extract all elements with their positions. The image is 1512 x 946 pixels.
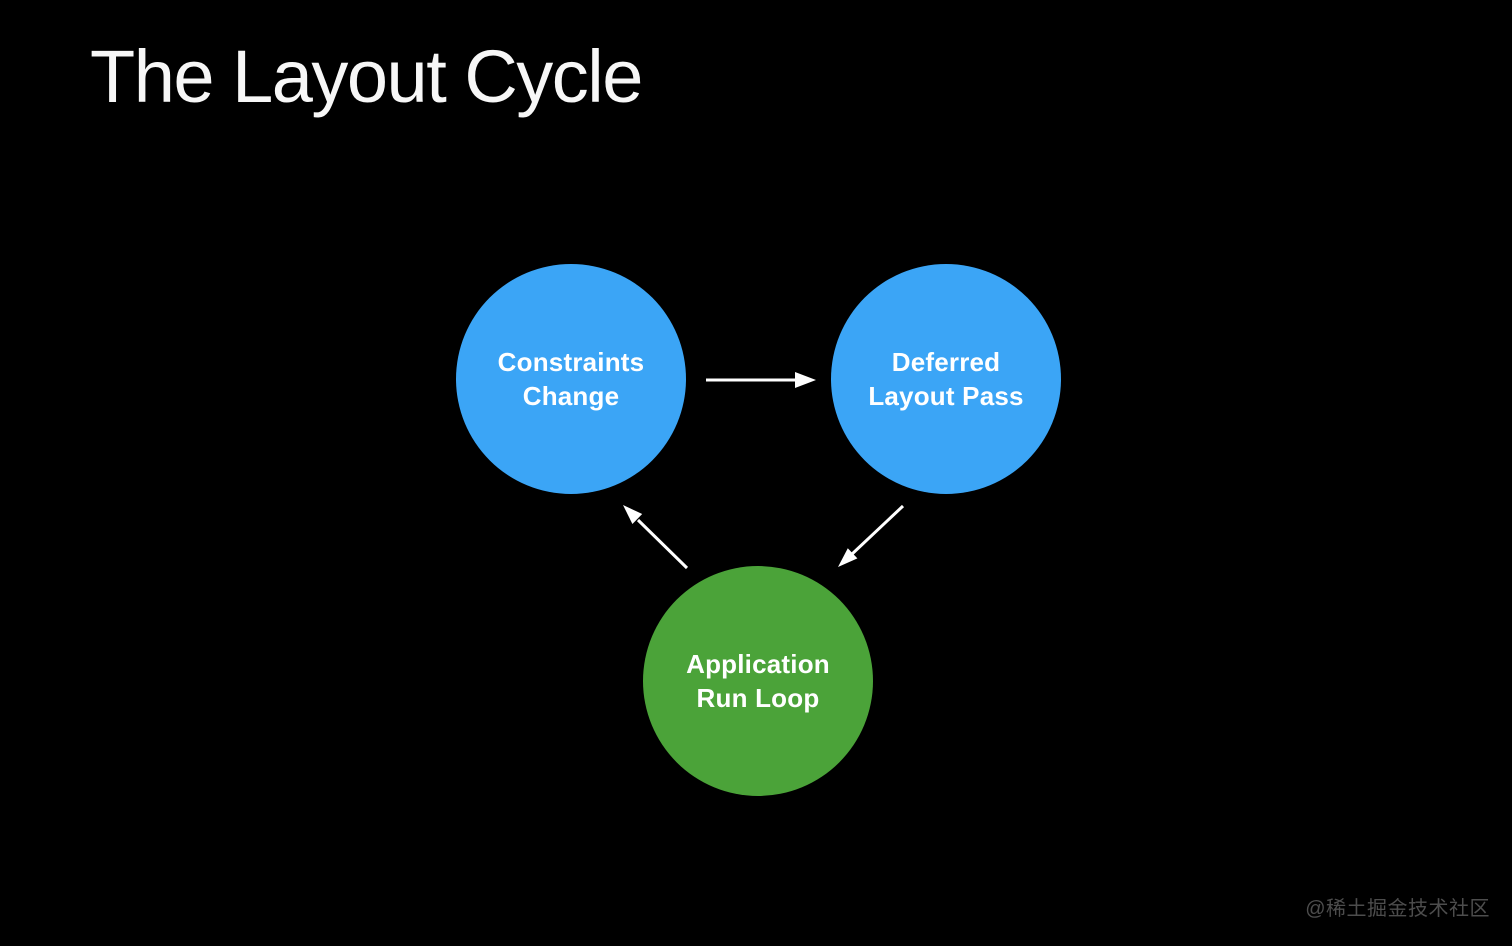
arrow-deferred-to-runloop (838, 504, 905, 567)
node-label-line: Deferred (891, 347, 1001, 377)
node-application-run-loop-label: Application Run Loop (686, 647, 830, 715)
node-label-line: Change (522, 381, 620, 411)
node-label-line: Constraints (497, 347, 645, 377)
node-constraints-change-label: Constraints Change (498, 345, 645, 413)
arrow-constraints-to-deferred (706, 372, 816, 388)
node-deferred-layout-pass-label: Deferred Layout Pass (868, 345, 1023, 413)
page-title: The Layout Cycle (90, 35, 643, 118)
node-label-line: Application (686, 649, 830, 679)
node-label-line: Layout Pass (868, 381, 1024, 411)
node-constraints-change: Constraints Change (456, 264, 686, 494)
node-application-run-loop: Application Run Loop (643, 566, 873, 796)
arrow-constraints-to-deferred-head (795, 372, 816, 388)
arrow-runloop-to-constraints (623, 505, 689, 570)
arrow-runloop-to-constraints-head (623, 505, 643, 524)
arrow-deferred-to-runloop-line (849, 504, 905, 557)
node-deferred-layout-pass: Deferred Layout Pass (831, 264, 1061, 494)
node-label-line: Run Loop (696, 683, 820, 713)
arrow-runloop-to-constraints-line (636, 518, 689, 570)
arrow-deferred-to-runloop-head (838, 548, 858, 567)
watermark: @稀土掘金技术社区 (1305, 898, 1490, 920)
